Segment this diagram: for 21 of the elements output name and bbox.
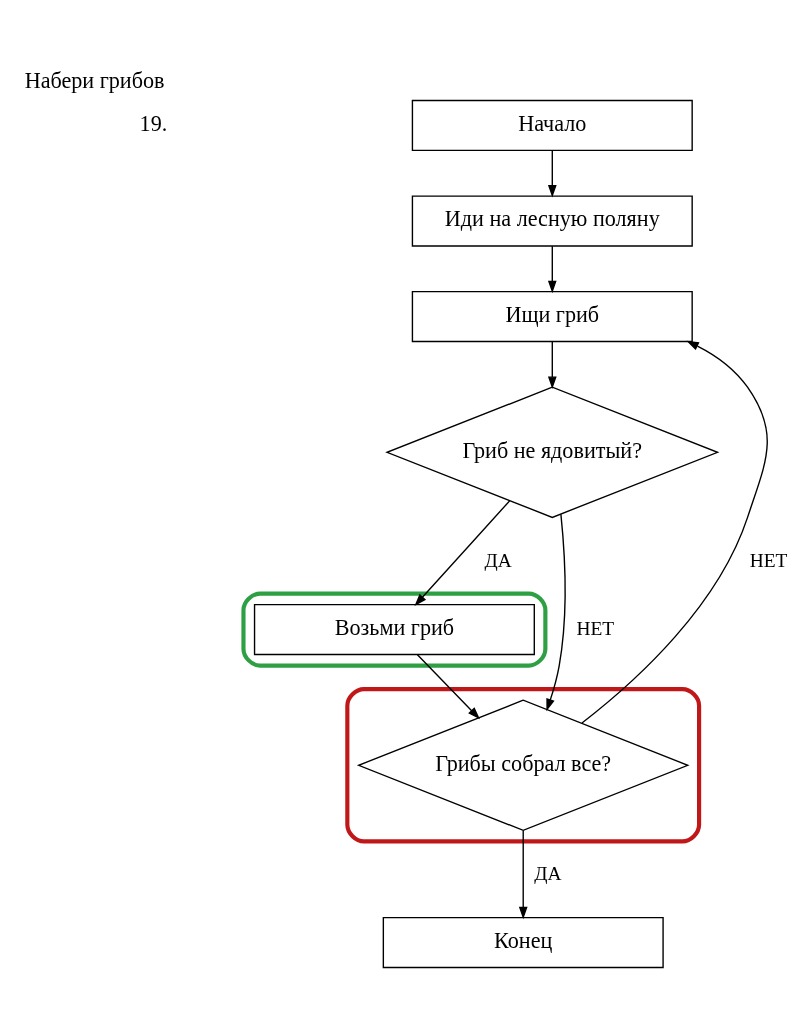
arrow xyxy=(414,500,511,606)
node-diamond: Гриб не ядовитый? xyxy=(385,386,720,519)
arrow xyxy=(547,341,557,389)
arrow xyxy=(518,829,528,920)
node-box: Возьми гриб xyxy=(253,603,535,656)
arrow xyxy=(547,245,557,294)
node-box: Иди на лесную поляну xyxy=(411,195,693,247)
node-box: Конец xyxy=(382,916,664,969)
arrow xyxy=(547,150,557,198)
diagram-title: Набери грибов xyxy=(24,67,165,93)
edge-label: НЕТ xyxy=(749,549,788,571)
node-box: Начало xyxy=(411,99,693,152)
cluster xyxy=(345,687,702,844)
arrow xyxy=(546,513,566,712)
label: 19. xyxy=(139,110,168,136)
arrow xyxy=(581,340,768,724)
edge-label: НЕТ xyxy=(576,618,615,640)
node-box: Ищи гриб xyxy=(411,290,693,343)
edge-label: ДА xyxy=(484,549,512,571)
edge-label: ДА xyxy=(534,862,562,884)
arrow xyxy=(416,654,480,720)
